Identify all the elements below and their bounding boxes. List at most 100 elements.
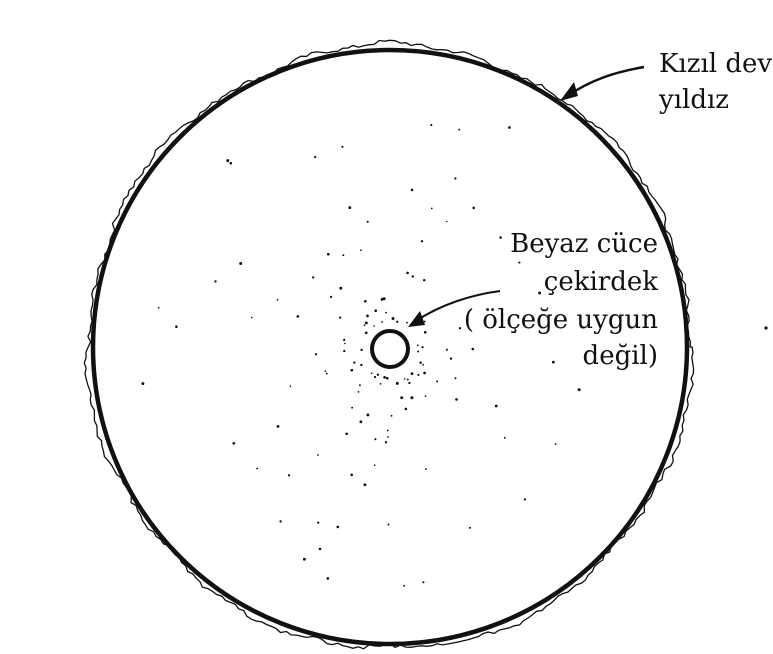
interior-dot xyxy=(318,547,322,551)
interior-dot xyxy=(357,391,360,393)
interior-dot xyxy=(410,188,414,192)
interior-dot xyxy=(386,429,389,432)
red-giant-fuzzy-edge xyxy=(83,39,695,650)
interior-dots xyxy=(141,123,581,587)
interior-dot xyxy=(229,161,233,165)
interior-dot xyxy=(404,407,408,411)
interior-dot xyxy=(406,271,409,275)
interior-dot xyxy=(250,316,253,319)
interior-dot xyxy=(423,330,427,334)
interior-dot xyxy=(214,280,217,283)
interior-dot xyxy=(518,261,521,264)
interior-dot xyxy=(360,249,362,252)
interior-dot xyxy=(503,436,506,439)
interior-dot xyxy=(326,577,330,580)
interior-dot xyxy=(348,206,352,210)
interior-dot xyxy=(395,381,399,385)
interior-dot xyxy=(430,123,433,127)
interior-dot xyxy=(385,311,387,314)
interior-dot xyxy=(577,388,581,392)
interior-dot xyxy=(454,177,457,180)
interior-dot xyxy=(314,155,317,159)
interior-dot xyxy=(351,406,354,409)
interior-dot xyxy=(419,361,422,364)
core-label-line1: Beyaz cüce xyxy=(510,229,658,259)
interior-dot xyxy=(358,384,361,387)
interior-dot xyxy=(226,159,230,163)
interior-dot xyxy=(551,360,555,364)
interior-dot xyxy=(289,385,292,388)
interior-dot xyxy=(508,126,511,129)
interior-dot xyxy=(157,306,160,309)
core-label-line4: değil) xyxy=(583,341,658,371)
interior-dot xyxy=(359,420,363,424)
core-label-line2: çekirdek xyxy=(544,267,658,297)
interior-dot xyxy=(403,378,406,380)
interior-dot xyxy=(239,262,243,265)
interior-dot xyxy=(342,254,345,257)
interior-dot xyxy=(364,321,368,325)
interior-dot xyxy=(343,349,346,353)
interior-dot xyxy=(360,363,363,367)
interior-dot xyxy=(232,441,236,445)
interior-dot xyxy=(455,398,458,401)
interior-dot xyxy=(410,396,414,400)
interior-dot xyxy=(296,315,300,318)
interior-dot xyxy=(422,279,426,282)
interior-dot xyxy=(326,252,330,256)
interior-dot xyxy=(366,220,369,223)
interior-dot xyxy=(554,443,557,445)
interior-dot xyxy=(424,395,427,398)
interior-dot xyxy=(374,438,377,441)
interior-dot xyxy=(329,295,333,299)
interior-dot xyxy=(339,286,343,290)
white-dwarf-arrow xyxy=(408,290,501,327)
interior-dot xyxy=(436,380,439,383)
interior-dot xyxy=(416,344,419,347)
interior-dot xyxy=(287,474,291,477)
interior-dot xyxy=(175,325,178,328)
interior-dot xyxy=(350,473,354,477)
interior-dot xyxy=(499,236,502,239)
interior-dot xyxy=(373,464,376,467)
interior-dot xyxy=(339,316,342,319)
interior-dot xyxy=(523,498,527,501)
interior-dot xyxy=(390,414,393,417)
interior-dot xyxy=(381,321,383,323)
interior-dot xyxy=(417,350,420,353)
interior-dot xyxy=(454,377,457,380)
interior-dot xyxy=(391,317,395,320)
interior-dot xyxy=(360,348,363,352)
interior-dot xyxy=(387,523,390,526)
interior-dot xyxy=(400,396,404,400)
interior-dot xyxy=(344,342,346,345)
interior-dot xyxy=(336,525,340,529)
interior-dot xyxy=(373,325,376,327)
interior-dot xyxy=(363,299,367,303)
interior-dot xyxy=(256,467,259,470)
white-dwarf-core xyxy=(370,329,410,369)
interior-dot xyxy=(385,376,389,380)
interior-dot xyxy=(379,383,382,385)
interior-dot xyxy=(341,145,344,148)
interior-dot xyxy=(324,370,327,373)
interior-dot xyxy=(276,298,279,301)
interior-dot xyxy=(458,128,461,131)
interior-dot xyxy=(422,363,424,366)
interior-dot xyxy=(380,297,384,301)
interior-dot xyxy=(410,372,414,376)
interior-dot xyxy=(472,206,475,210)
interior-dot xyxy=(345,432,348,436)
interior-dot xyxy=(317,454,319,456)
interior-dot xyxy=(471,347,475,351)
interior-dot xyxy=(314,353,318,356)
interior-dot xyxy=(374,309,378,313)
stray-dot xyxy=(764,326,768,330)
interior-dot xyxy=(417,373,420,376)
interior-dot xyxy=(383,376,386,379)
red-giant-label-line2: yıldız xyxy=(658,85,729,115)
interior-dot xyxy=(141,382,145,386)
interior-dot xyxy=(276,424,280,428)
interior-dot xyxy=(458,327,462,330)
